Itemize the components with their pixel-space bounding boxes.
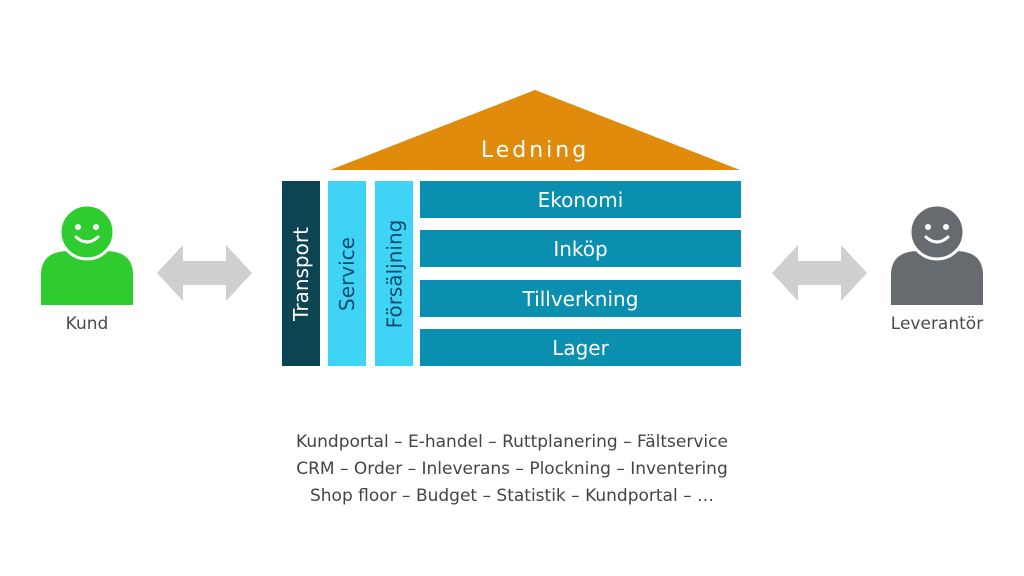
column-service: Service [328, 181, 366, 366]
bar-tillverkning: Tillverkning [420, 280, 741, 317]
column-service-label: Service [335, 236, 360, 311]
double-arrow-icon-right [772, 245, 867, 301]
column-transport: Transport [282, 181, 320, 366]
bar-lager: Lager [420, 329, 741, 366]
caption-line-3: Shop floor – Budget – Statistik – Kundpo… [309, 486, 714, 506]
bar-inkop: Inköp [420, 230, 741, 267]
column-forsaljning-label: Försäljning [382, 219, 406, 328]
column-transport-label: Transport [289, 226, 314, 321]
supplier-label: Leverantör [890, 314, 984, 334]
supplier-person-icon [891, 203, 983, 305]
caption-line-2: CRM – Order – Inleverans – Plockning – I… [296, 459, 728, 479]
roof-shape [330, 90, 740, 170]
customer-label: Kund [65, 314, 109, 334]
bar-ekonomi: Ekonomi [420, 181, 741, 218]
roof-label: Ledning [480, 138, 590, 163]
column-forsaljning: Försäljning [375, 181, 413, 366]
customer-person-icon [41, 203, 133, 305]
caption-line-1: Kundportal – E-handel – Ruttplanering – … [296, 432, 728, 452]
roof-ledning [330, 90, 740, 170]
module-caption: Kundportal – E-handel – Ruttplanering – … [212, 429, 812, 510]
double-arrow-icon-left [157, 245, 252, 301]
